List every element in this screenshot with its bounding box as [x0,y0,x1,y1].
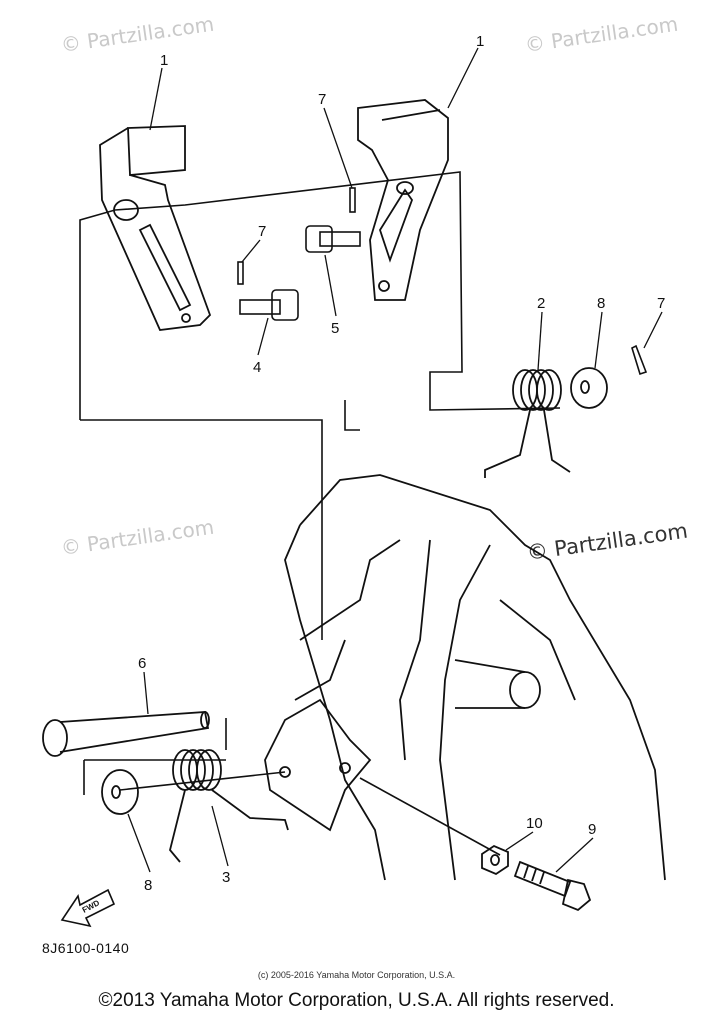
part-8-washer-bottom [101,769,139,815]
part-9-bolt [513,860,592,912]
diagram-part-code: 8J6100-0140 [42,940,130,956]
part-10-nut [481,844,509,876]
callout-8-top: 8 [597,295,605,312]
part-3-spring [169,749,289,863]
part-6-pivot-pin [42,711,210,757]
parts-4-5-7-pins [237,187,648,376]
watermark-mid-left: © Partzilla.com [59,515,215,560]
part-2-spring [484,369,571,478]
callout-3: 3 [222,869,230,886]
fwd-arrow-icon: FWD [60,888,116,928]
part-1-left-lever [99,125,212,331]
watermark-top-right: © Partzilla.com [523,12,679,57]
callout-6: 6 [138,655,146,672]
copyright-footer: ©2013 Yamaha Motor Corporation, U.S.A. A… [98,990,615,1011]
watermark-mid-right: © Partzilla.com [525,519,689,565]
callout-leaders [127,47,663,873]
watermark-top-left: © Partzilla.com [59,12,215,57]
part-8-washer-top [570,367,608,409]
callout-5: 5 [331,320,339,337]
callout-10: 10 [526,815,543,832]
callout-7-right: 7 [657,295,665,312]
callout-7-mid: 7 [258,223,266,240]
callout-1-right: 1 [476,33,484,50]
callout-8-bottom: 8 [144,877,152,894]
callout-1-left: 1 [160,52,168,69]
callout-9: 9 [588,821,596,838]
assembly-guide-lines [79,171,561,856]
callout-2: 2 [537,295,545,312]
callout-4: 4 [253,359,261,376]
part-1-right-lever [357,99,449,301]
small-copyright: (c) 2005-2016 Yamaha Motor Corporation, … [257,970,456,980]
callout-7-top: 7 [318,91,326,108]
mount-bracket-body [264,474,666,881]
